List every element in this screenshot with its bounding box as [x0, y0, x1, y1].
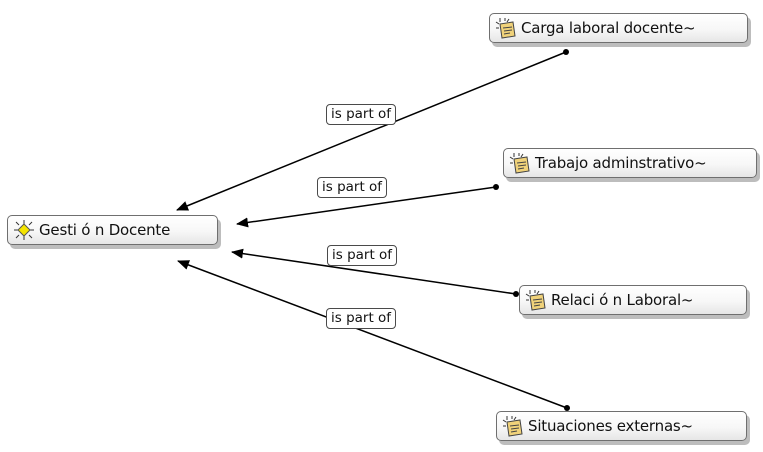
edge-situaciones-to-center[interactable]	[177, 260, 570, 411]
node-label: Situaciones externas~	[528, 417, 693, 435]
node-label: Relaci ó n Laboral~	[551, 291, 694, 309]
node-gestion-docente[interactable]: Gesti ó n Docente	[7, 215, 218, 245]
relation-label: is part of	[317, 177, 388, 198]
code-icon	[495, 18, 516, 39]
code-family-icon	[14, 220, 34, 240]
node-label: Carga laboral docente~	[521, 19, 696, 37]
edge-trabajo-to-center[interactable]	[236, 184, 499, 228]
node-carga-laboral-docente[interactable]: Carga laboral docente~	[489, 13, 748, 43]
relation-label: is part of	[327, 245, 398, 266]
edge-relacion-to-center[interactable]	[231, 248, 519, 297]
code-icon	[502, 416, 523, 437]
node-label: Gesti ó n Docente	[39, 221, 171, 239]
code-icon	[509, 153, 530, 174]
node-trabajo-adminstrativo[interactable]: Trabajo adminstrativo~	[503, 148, 757, 178]
node-relacion-laboral[interactable]: Relaci ó n Laboral~	[519, 285, 747, 315]
relation-label: is part of	[326, 308, 397, 329]
node-label: Trabajo adminstrativo~	[535, 154, 707, 172]
node-situaciones-externas[interactable]: Situaciones externas~	[496, 411, 747, 441]
code-icon	[525, 290, 546, 311]
edge-carga-to-center[interactable]	[176, 49, 569, 211]
relation-label: is part of	[326, 104, 397, 125]
